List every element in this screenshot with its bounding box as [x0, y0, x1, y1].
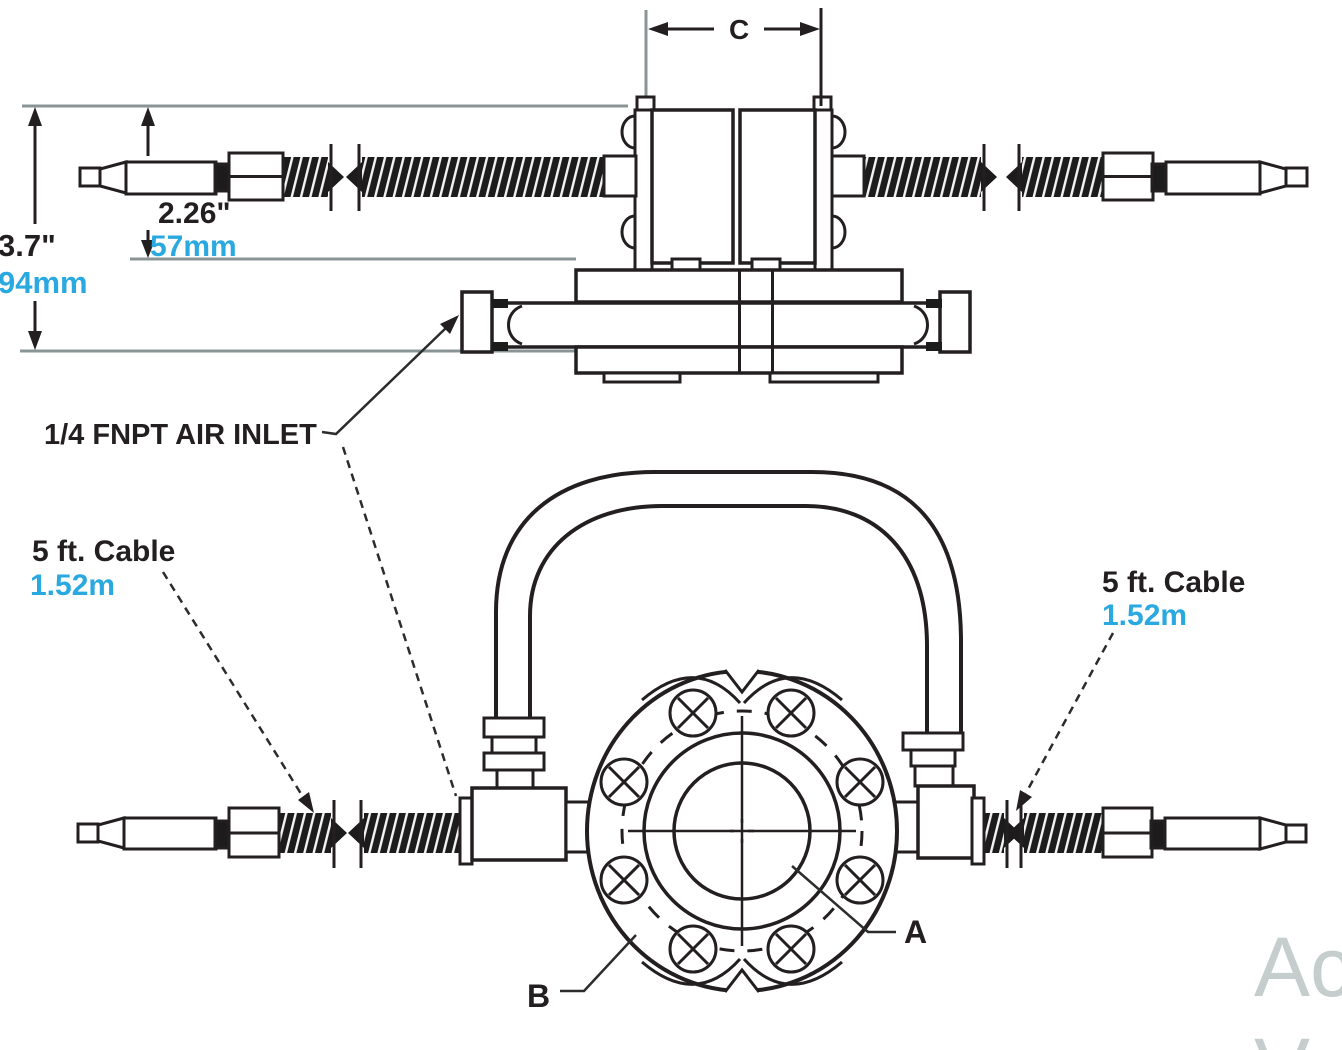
- flange-bolts: [599, 688, 885, 974]
- dim-height-mm: 94mm: [0, 265, 88, 300]
- watermark-line1: Ac: [1254, 920, 1342, 1014]
- front-left-cable-connector: [76, 806, 281, 859]
- side-view: [78, 95, 1309, 384]
- dim-width-in: 2.26": [158, 197, 231, 230]
- watermark: Ac V: [1254, 920, 1342, 1050]
- clamp-blocks: [602, 95, 866, 272]
- cable-right-label-ft: 5 ft. Cable: [1102, 566, 1245, 599]
- leader-lines: [161, 315, 1115, 993]
- tee-fittings: [458, 784, 986, 866]
- cable-left-label-m: 1.52m: [30, 569, 115, 602]
- callout-a-label: A: [904, 914, 927, 950]
- cable-right-label-m: 1.52m: [1102, 599, 1187, 632]
- side-cable-threads: [283, 157, 1103, 197]
- cable-break-marks: [329, 144, 1021, 211]
- base-manifold: [460, 257, 972, 384]
- side-right-cable-connector: [1101, 151, 1309, 202]
- front-break-marks: [332, 800, 1023, 868]
- dim-c-label: C: [729, 14, 749, 45]
- watermark-line2: V: [1254, 1021, 1310, 1050]
- cable-left-label-ft: 5 ft. Cable: [32, 535, 175, 568]
- dim-width-mm: 57mm: [150, 230, 237, 263]
- air-inlet-label: 1/4 FNPT AIR INLET: [44, 419, 317, 451]
- dim-height-in: 3.7": [0, 228, 56, 263]
- air-hose-loop: [494, 470, 963, 735]
- dimension-marks: [28, 8, 823, 350]
- center-mark: [628, 716, 856, 946]
- side-left-cable-connector: [78, 151, 285, 202]
- callout-b-label: B: [527, 978, 550, 1014]
- front-cable-threads: [279, 813, 1103, 853]
- hose-fittings: [482, 716, 965, 792]
- front-view: [76, 470, 1308, 994]
- front-right-cable-connector: [1101, 806, 1308, 859]
